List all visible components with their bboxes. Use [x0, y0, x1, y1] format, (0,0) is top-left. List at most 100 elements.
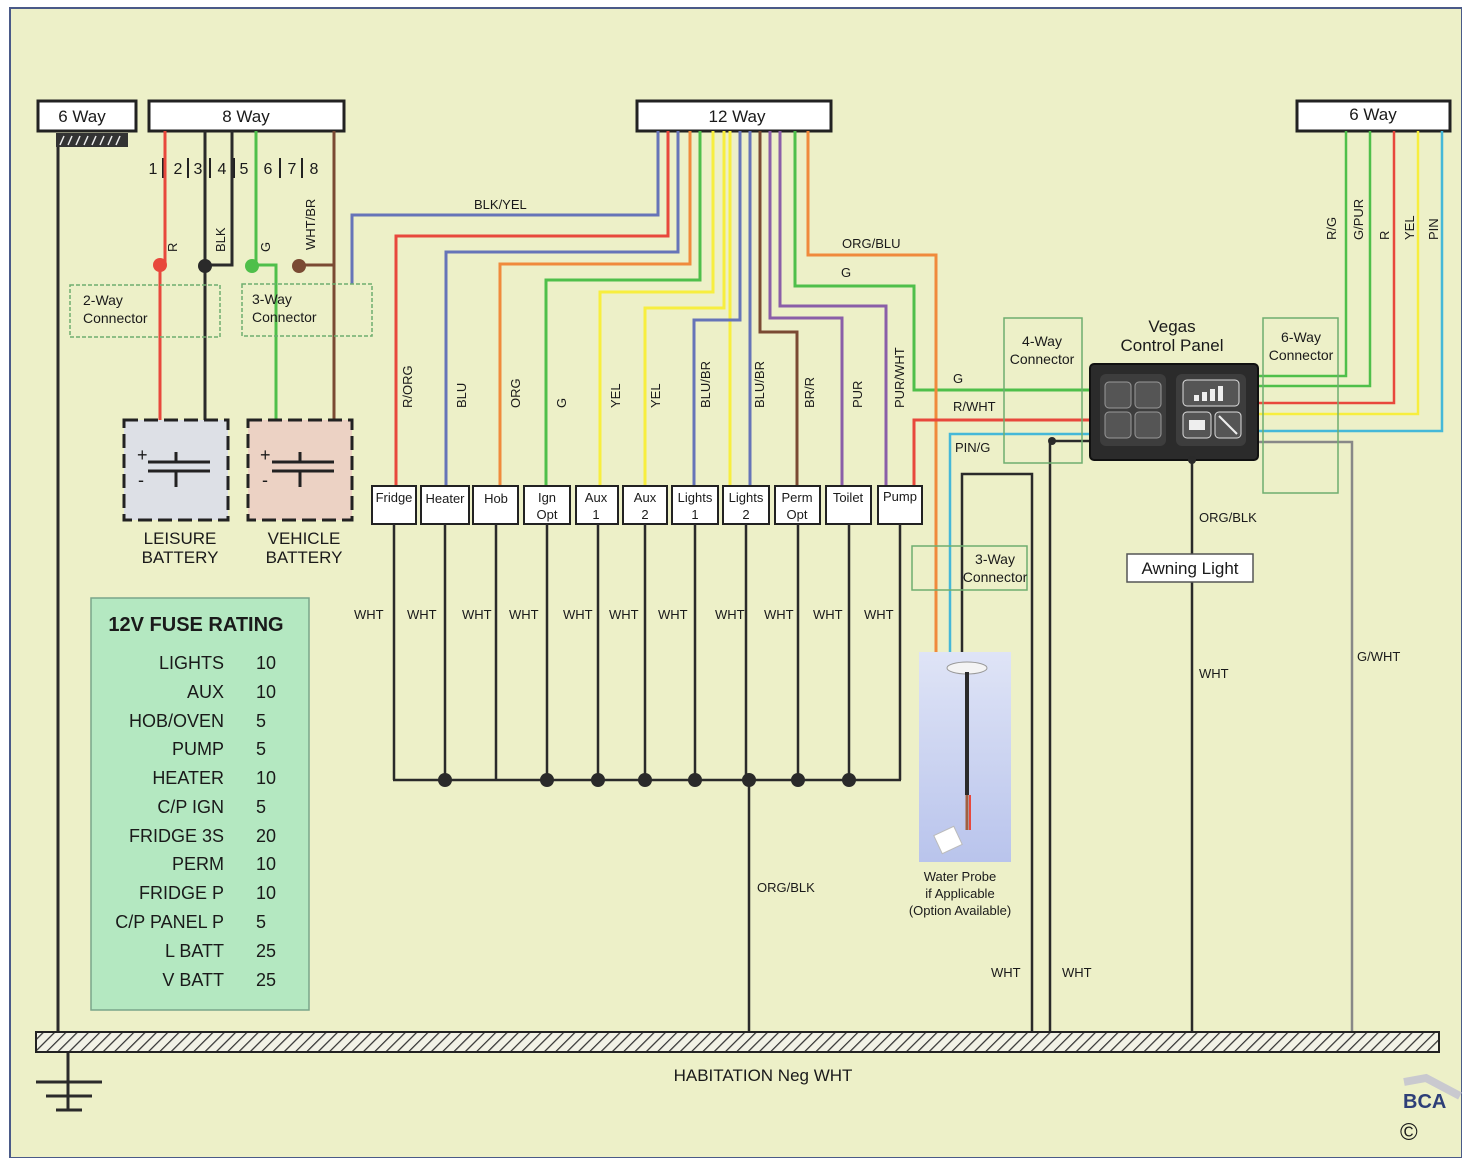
pin-number: 7 — [288, 161, 297, 178]
fuse-rating-title: 12V FUSE RATING — [108, 614, 283, 636]
battery-plus: + — [260, 445, 271, 465]
wire-label: R/G — [1324, 217, 1339, 240]
fuse-rating-name: HEATER — [152, 768, 224, 788]
wire-label-r-wht: R/WHT — [953, 399, 996, 414]
wire-label: PUR/WHT — [892, 347, 907, 408]
wht-label: WHT — [354, 607, 384, 622]
wire-label-blk-yel: BLK/YEL — [474, 197, 527, 212]
wht-label: WHT — [407, 607, 437, 622]
connector-12way: 12 Way — [635, 99, 833, 133]
logo-text: BCA — [1403, 1091, 1446, 1113]
battery-minus: - — [262, 470, 268, 490]
pin-number: 8 — [310, 161, 319, 178]
wire-label: BR/R — [802, 377, 817, 408]
battery-plus: + — [137, 445, 148, 465]
pump-feed — [912, 418, 1090, 486]
wire-label-g: G — [953, 371, 963, 386]
awning-light-label: Awning Light — [1141, 559, 1238, 578]
fuse-rating-value: 10 — [256, 768, 276, 788]
vegas-control-panel: Vegas Control Panel — [1048, 317, 1259, 464]
ground-wires — [36, 147, 102, 1112]
wire-label-blk: BLK — [213, 227, 228, 252]
wire-label-org-blk: ORG/BLK — [1199, 510, 1257, 525]
panel-wires — [948, 131, 1444, 1032]
fuse-rating-value: 5 — [256, 739, 266, 759]
fuse-label: 1 — [691, 507, 698, 522]
fuse-rating-name: V BATT — [162, 970, 224, 990]
fuse-label: Aux — [585, 490, 608, 505]
three-way-connector-left: 3-Way Connector — [241, 283, 373, 337]
wire-label-g: G — [841, 265, 851, 280]
fuse-label: Lights — [678, 490, 713, 505]
fuse-rating-name: FRIDGE 3S — [129, 826, 224, 846]
wire-label-wht-br: WHT/BR — [303, 199, 318, 250]
fuse-rating-name: AUX — [187, 682, 224, 702]
fuse-label: Fridge — [376, 490, 413, 505]
wht-label: WHT — [509, 607, 539, 622]
wht-label: WHT — [462, 607, 492, 622]
pin-number: 6 — [264, 161, 273, 178]
three-way-left-label: Connector — [252, 309, 317, 325]
wht-junctions — [438, 773, 856, 787]
control-panel-label: Vegas — [1148, 317, 1195, 336]
fuse-label: Heater — [425, 491, 465, 506]
pin-number: 4 — [218, 161, 227, 178]
connector-6way-left-label: 6 Way — [58, 107, 106, 126]
eight-way-wire-labels: R BLK G WHT/BR — [165, 199, 318, 252]
wire-label-pin-g: PIN/G — [955, 440, 990, 455]
twelve-way-wires — [394, 131, 1090, 652]
fuse-label: Pump — [883, 489, 917, 504]
leisure-battery: + - LEISURE BATTERY — [122, 418, 230, 567]
fuse-rating-name: LIGHTS — [159, 653, 224, 673]
wht-label: WHT — [715, 607, 745, 622]
water-probe-label: (Option Available) — [909, 903, 1011, 918]
copyright-icon: © — [1400, 1119, 1418, 1146]
six-way-label: 6-Way — [1281, 329, 1321, 345]
vehicle-battery-label: VEHICLE — [268, 529, 341, 548]
wire-label: YEL — [1402, 215, 1417, 240]
connector-12way-label: 12 Way — [708, 107, 766, 126]
three-way-left-label: 3-Way — [252, 291, 292, 307]
fuse-rating-name: HOB/OVEN — [129, 711, 224, 731]
wht-labels: WHT WHT WHT WHT WHT WHT WHT WHT WHT WHT … — [354, 607, 894, 895]
fuse-rating-value: 25 — [256, 970, 276, 990]
six-way-connector: 6-Way Connector — [1262, 317, 1339, 494]
pin-number: 5 — [240, 161, 249, 178]
battery-minus: - — [138, 470, 144, 490]
six-way-label: Connector — [1269, 347, 1334, 363]
pin-numbers: 1 2 3 4 5 6 7 8 — [149, 161, 319, 178]
connector-8way-label: 8 Way — [222, 107, 270, 126]
wire-label-r: R — [165, 243, 180, 252]
wht-label: WHT — [609, 607, 639, 622]
wire-label: BLU — [454, 383, 469, 408]
water-probe-label: Water Probe — [924, 869, 997, 884]
wire-label: R — [1377, 231, 1392, 240]
fuse-labels: Fridge Heater Hob Ign Opt Aux 1 Aux 2 Li… — [376, 489, 917, 522]
fuse-label: Ign — [538, 490, 556, 505]
two-way-connector: 2-Way Connector — [69, 284, 221, 338]
fuse-rating-value: 25 — [256, 941, 276, 961]
four-way-connector: 4-Way Connector — [1003, 317, 1083, 464]
fuse-label: 2 — [641, 507, 648, 522]
two-way-label: 2-Way — [83, 292, 123, 308]
wire-label-g-wht: G/WHT — [1357, 649, 1400, 664]
connector-6way-right: 6 Way — [1295, 99, 1452, 133]
wire-label: PUR — [850, 381, 865, 408]
fuse-rating-value: 5 — [256, 912, 266, 932]
wht-label: WHT — [563, 607, 593, 622]
pin-number: 2 — [174, 161, 183, 178]
fuse-rating-value: 10 — [256, 854, 276, 874]
fuse-label: Opt — [787, 507, 808, 522]
three-way-right-label: Connector — [963, 569, 1028, 585]
fuse-label: Opt — [537, 507, 558, 522]
fuse-rating-value: 10 — [256, 883, 276, 903]
connector-8way: 8 Way — [147, 99, 346, 133]
wire-label: YEL — [608, 383, 623, 408]
fuse-rating-panel: 12V FUSE RATING LIGHTS 10 AUX 10 HOB/OVE… — [90, 597, 310, 1011]
vehicle-battery: + - VEHICLE BATTERY — [246, 418, 354, 567]
fuse-rating-name: PERM — [172, 854, 224, 874]
water-probe: Water Probe if Applicable (Option Availa… — [909, 652, 1011, 918]
twelve-way-wire-labels: BLK/YEL ORG/BLU G R/ORG BLU ORG G YEL YE… — [400, 197, 907, 408]
fuse-label: Hob — [484, 491, 508, 506]
